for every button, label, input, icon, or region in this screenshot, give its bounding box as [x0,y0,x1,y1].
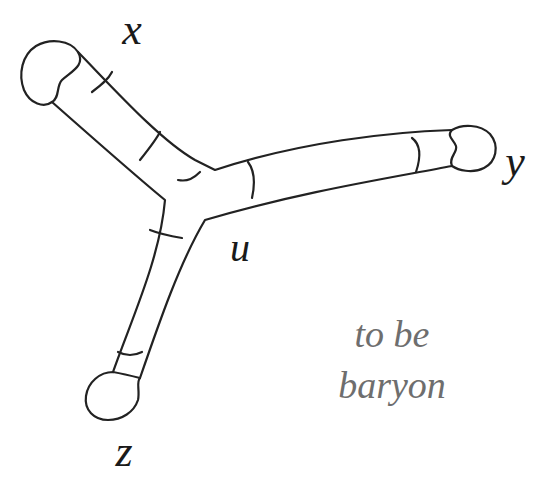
end-blob [21,41,80,104]
tube-mark [412,138,419,172]
tube-mark [140,132,160,160]
handwritten-note: to be baryon [322,309,462,412]
tube-outline [78,52,452,170]
tube-mark [150,230,182,238]
part-label: x [122,8,142,52]
end-blob [450,126,496,171]
tube-mark [118,352,142,355]
tube-outline [52,102,165,372]
tube-mark [178,172,200,181]
part-label: y [505,140,525,184]
part-label: z [115,430,132,474]
tube-mark [92,72,112,92]
end-blob [86,372,140,420]
tube-mark [248,162,254,198]
part-label: u [230,228,250,268]
